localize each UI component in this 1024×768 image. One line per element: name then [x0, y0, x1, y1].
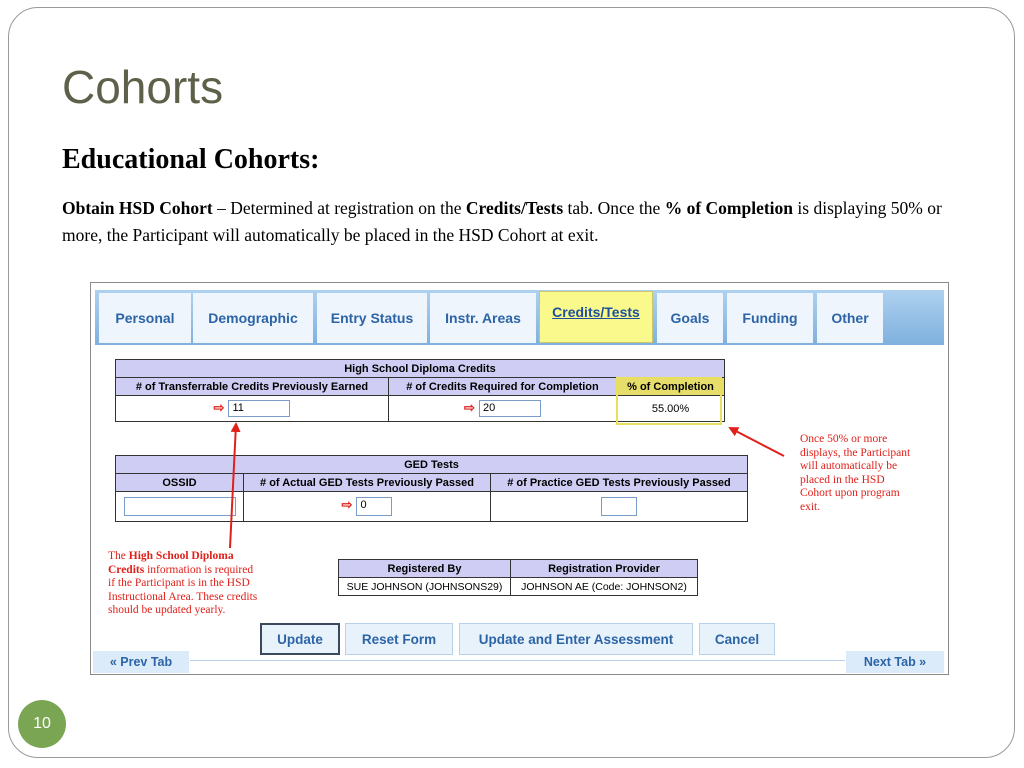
- tab-instr-areas[interactable]: Instr. Areas: [430, 293, 536, 343]
- hsd-credits-title: High School Diploma Credits: [115, 359, 725, 378]
- tab-personal[interactable]: Personal: [99, 293, 191, 343]
- tab-other[interactable]: Other: [817, 293, 883, 343]
- next-tab-link[interactable]: Next Tab »: [846, 651, 944, 673]
- ged-tests-title: GED Tests: [115, 455, 748, 474]
- ged-actual-cell: ⇨0: [243, 491, 491, 522]
- arrow-right-icon: ⇨: [213, 399, 225, 415]
- completion-callout: Once 50% or more displays, the Participa…: [800, 433, 911, 513]
- cancel-button[interactable]: Cancel: [699, 623, 775, 655]
- term-credits-tests: Credits/Tests: [465, 198, 564, 218]
- ged-tests-table: GED Tests OSSID # of Actual GED Tests Pr…: [115, 455, 748, 522]
- slide-title: Cohorts: [62, 61, 224, 113]
- registered-by-value: SUE JOHNSON (JOHNSONS29): [338, 577, 511, 596]
- ged-col-ossid: OSSID: [115, 473, 244, 492]
- term-obtain-hsd-cohort: Obtain HSD Cohort: [62, 198, 213, 218]
- practice-ged-input[interactable]: [601, 497, 637, 516]
- slide-paragraph: Obtain HSD Cohort – Determined at regist…: [62, 195, 952, 249]
- reg-col-registered-by: Registered By: [338, 559, 511, 578]
- hsd-col-completion: % of Completion: [616, 377, 725, 396]
- hsd-credits-callout: The High School Diploma Credits informat…: [108, 550, 260, 618]
- hsd-col-required: # of Credits Required for Completion: [388, 377, 617, 396]
- reset-form-button[interactable]: Reset Form: [345, 623, 453, 655]
- prev-tab-link[interactable]: « Prev Tab: [93, 651, 189, 673]
- para-text-3: is displaying 50% or more, the Participa…: [62, 198, 942, 245]
- callout-text-1: The: [108, 550, 129, 562]
- footer-divider: [190, 660, 845, 661]
- hsd-credits-table: High School Diploma Credits # of Transfe…: [115, 359, 725, 422]
- actual-ged-input[interactable]: 0: [356, 497, 393, 516]
- para-text-2: tab. Once the: [563, 198, 665, 218]
- para-text-1: – Determined at registration on the: [212, 198, 466, 218]
- hsd-col-earned: # of Transferrable Credits Previously Ea…: [115, 377, 389, 396]
- ossid-input[interactable]: [123, 497, 236, 516]
- ged-col-actual: # of Actual GED Tests Previously Passed: [243, 473, 491, 492]
- tab-funding[interactable]: Funding: [727, 293, 813, 343]
- hsd-earned-cell: ⇨11: [115, 395, 389, 422]
- update-button[interactable]: Update: [260, 623, 340, 655]
- registration-table: Registered By Registration Provider SUE …: [338, 559, 698, 596]
- slide-subtitle: Educational Cohorts:: [62, 144, 320, 175]
- app-screenshot: Personal Demographic Entry Status Instr.…: [90, 282, 949, 675]
- tab-entry-status[interactable]: Entry Status: [317, 293, 427, 343]
- page-number-badge: 10: [18, 700, 66, 748]
- ged-practice-cell: [490, 491, 748, 522]
- term-pct-completion: % of Completion: [664, 198, 794, 218]
- completion-value: 55.00%: [616, 395, 725, 422]
- callout-text-2: information is required if the Participa…: [108, 563, 258, 617]
- update-enter-assessment-button[interactable]: Update and Enter Assessment: [459, 623, 693, 655]
- tab-demographic[interactable]: Demographic: [193, 293, 313, 343]
- arrow-right-icon: ⇨: [341, 497, 353, 513]
- arrow-right-icon: ⇨: [464, 399, 475, 415]
- reg-col-provider: Registration Provider: [510, 559, 698, 578]
- required-credits-input[interactable]: 20: [478, 400, 541, 418]
- tab-goals[interactable]: Goals: [657, 293, 723, 343]
- tab-credits-tests[interactable]: Credits/Tests: [539, 291, 653, 343]
- tab-bar: Personal Demographic Entry Status Instr.…: [91, 283, 948, 347]
- callout-bold: High School Diploma Credits: [108, 550, 234, 576]
- ged-col-practice: # of Practice GED Tests Previously Passe…: [490, 473, 748, 492]
- ged-ossid-cell: [115, 491, 244, 522]
- transferrable-credits-input[interactable]: 11: [228, 400, 291, 418]
- hsd-required-cell: ⇨20: [388, 395, 617, 422]
- provider-value: JOHNSON AE (Code: JOHNSON2): [510, 577, 698, 596]
